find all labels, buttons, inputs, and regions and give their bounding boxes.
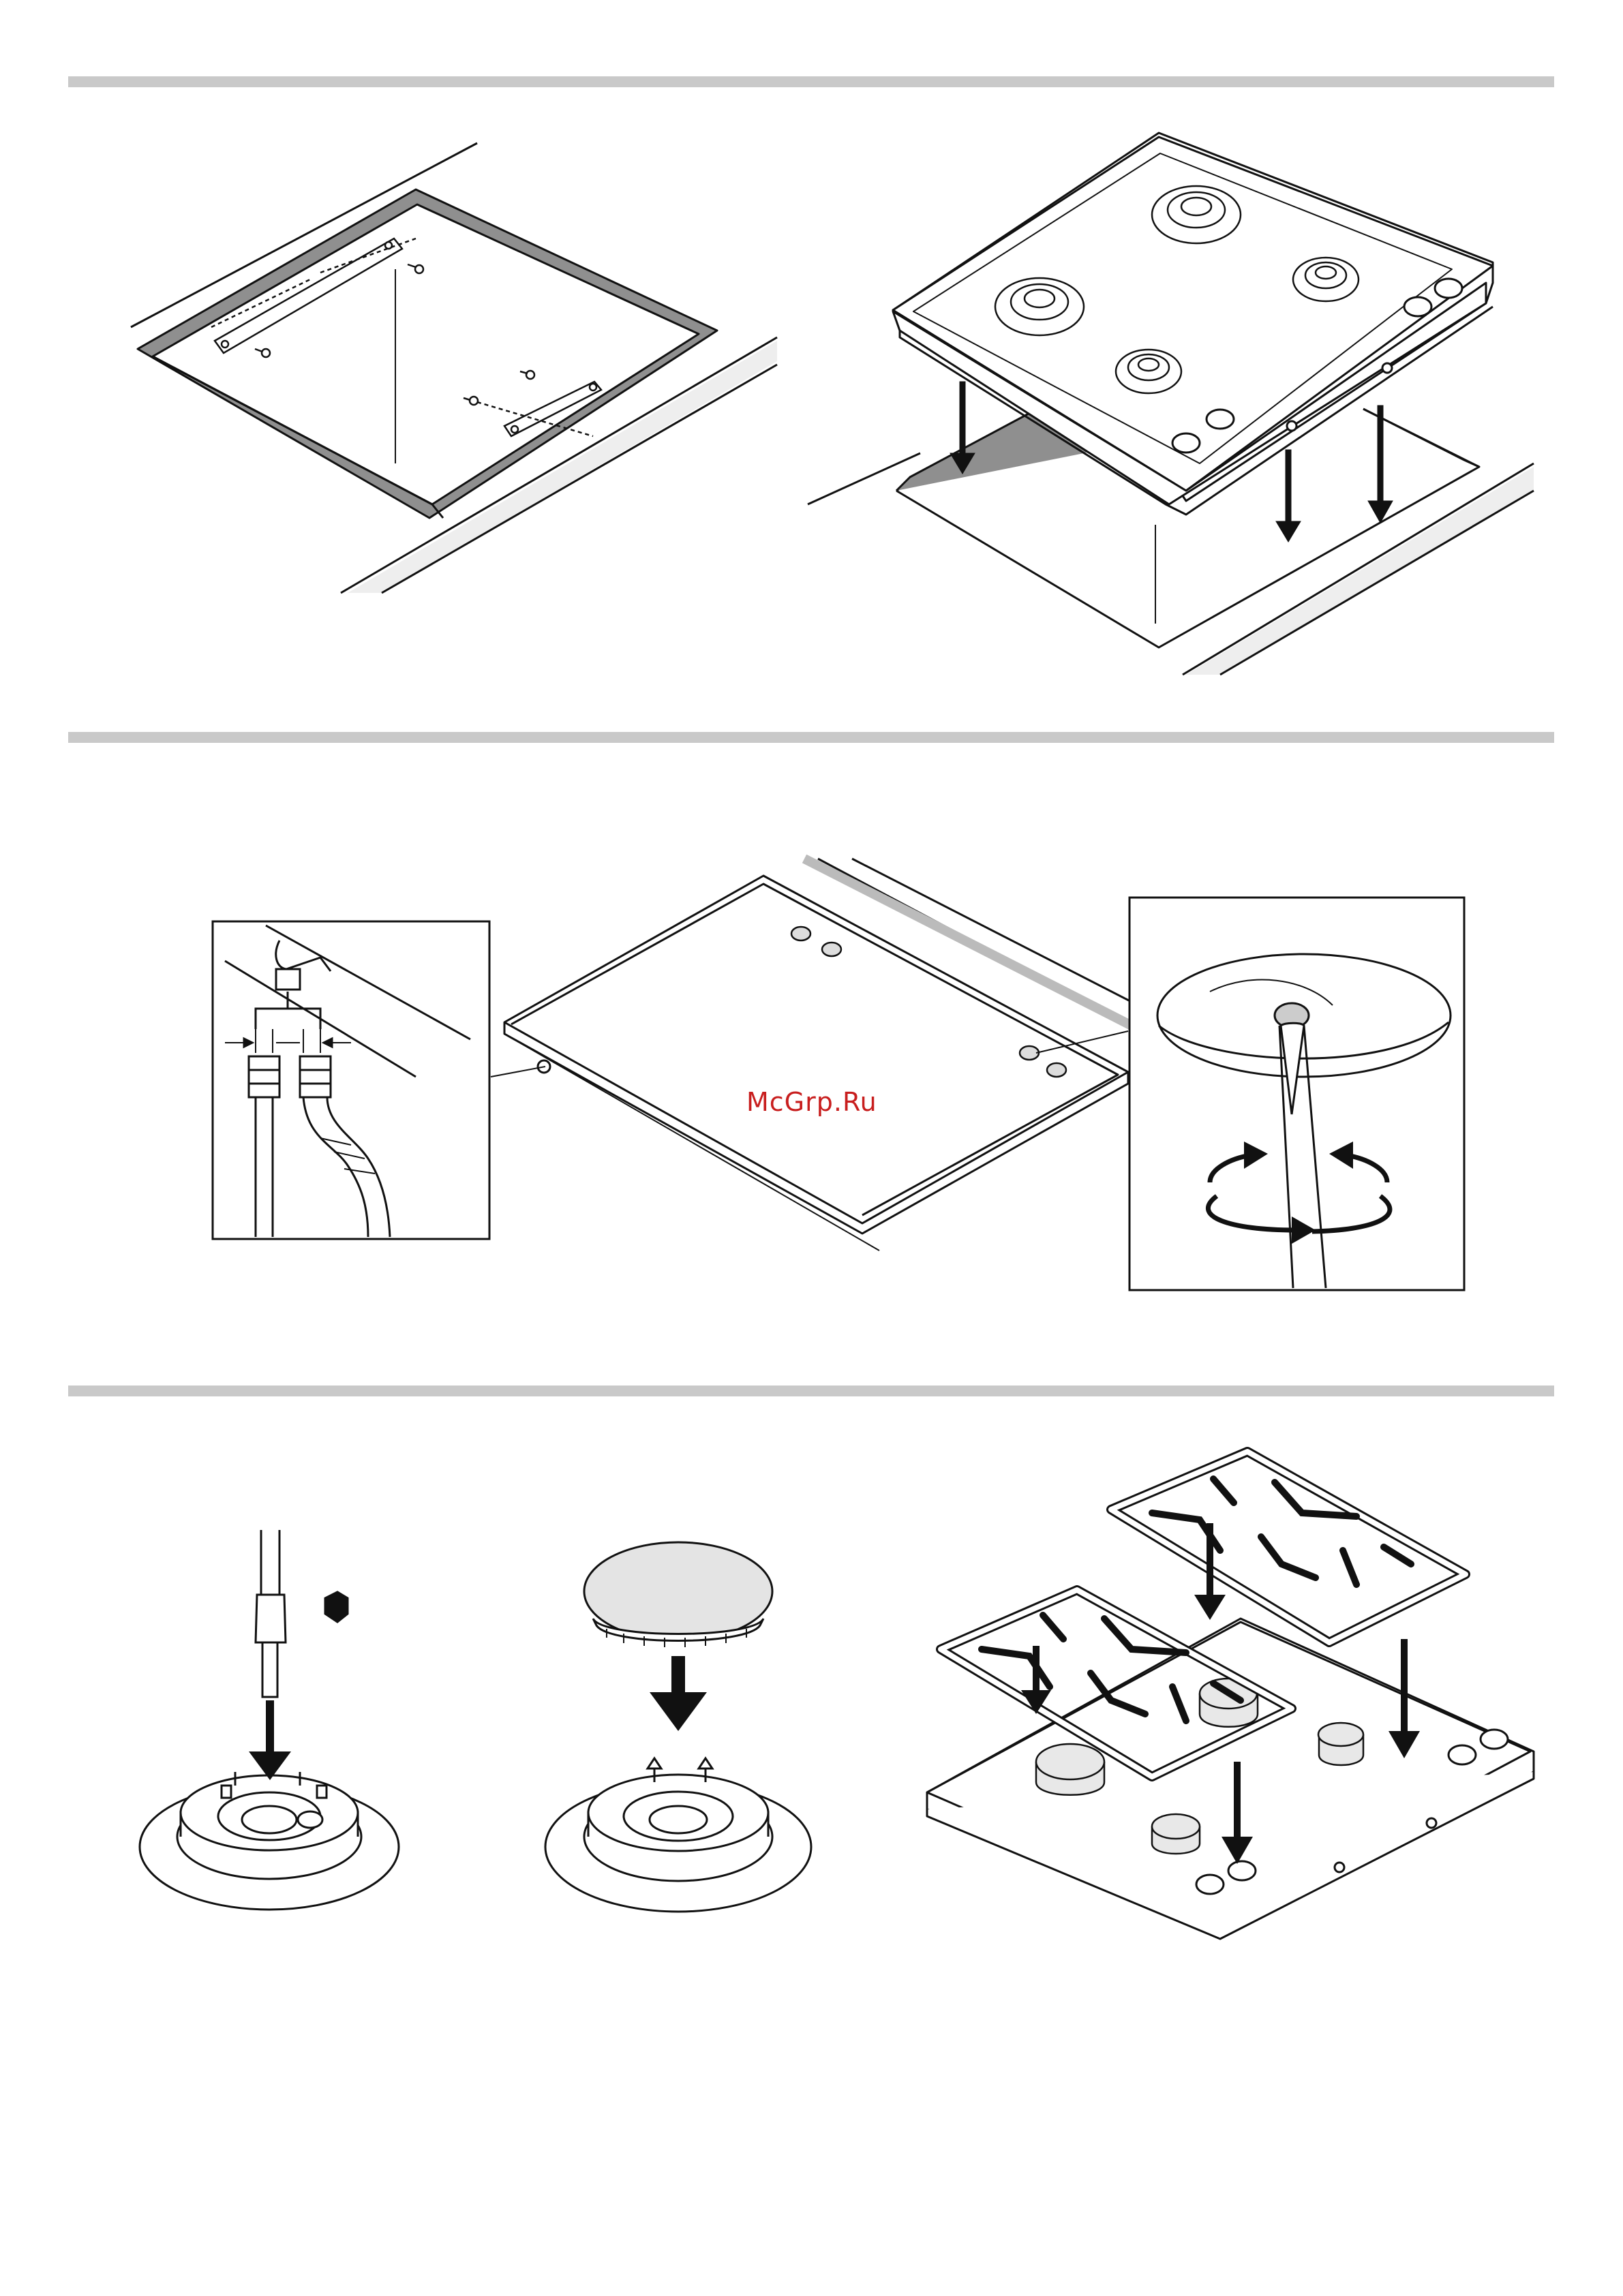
section-divider-2 bbox=[68, 732, 1554, 743]
gas-connection-detail-illustration bbox=[211, 920, 491, 1240]
burner-cap-placement-illustration bbox=[542, 1537, 815, 1915]
section-divider-1 bbox=[68, 76, 1554, 87]
section-divider-3 bbox=[68, 1386, 1554, 1396]
hob-underside-illustration bbox=[491, 855, 1132, 1257]
watermark: McGrp.Ru bbox=[746, 1087, 877, 1117]
hob-lowered-into-cutout-illustration bbox=[804, 133, 1541, 678]
injector-replacement-illustration bbox=[140, 1527, 412, 1915]
pan-supports-placement-illustration bbox=[920, 1441, 1547, 1959]
screw-adjustment-detail-illustration bbox=[1128, 896, 1466, 1291]
cutout-with-brackets-illustration bbox=[123, 136, 791, 600]
